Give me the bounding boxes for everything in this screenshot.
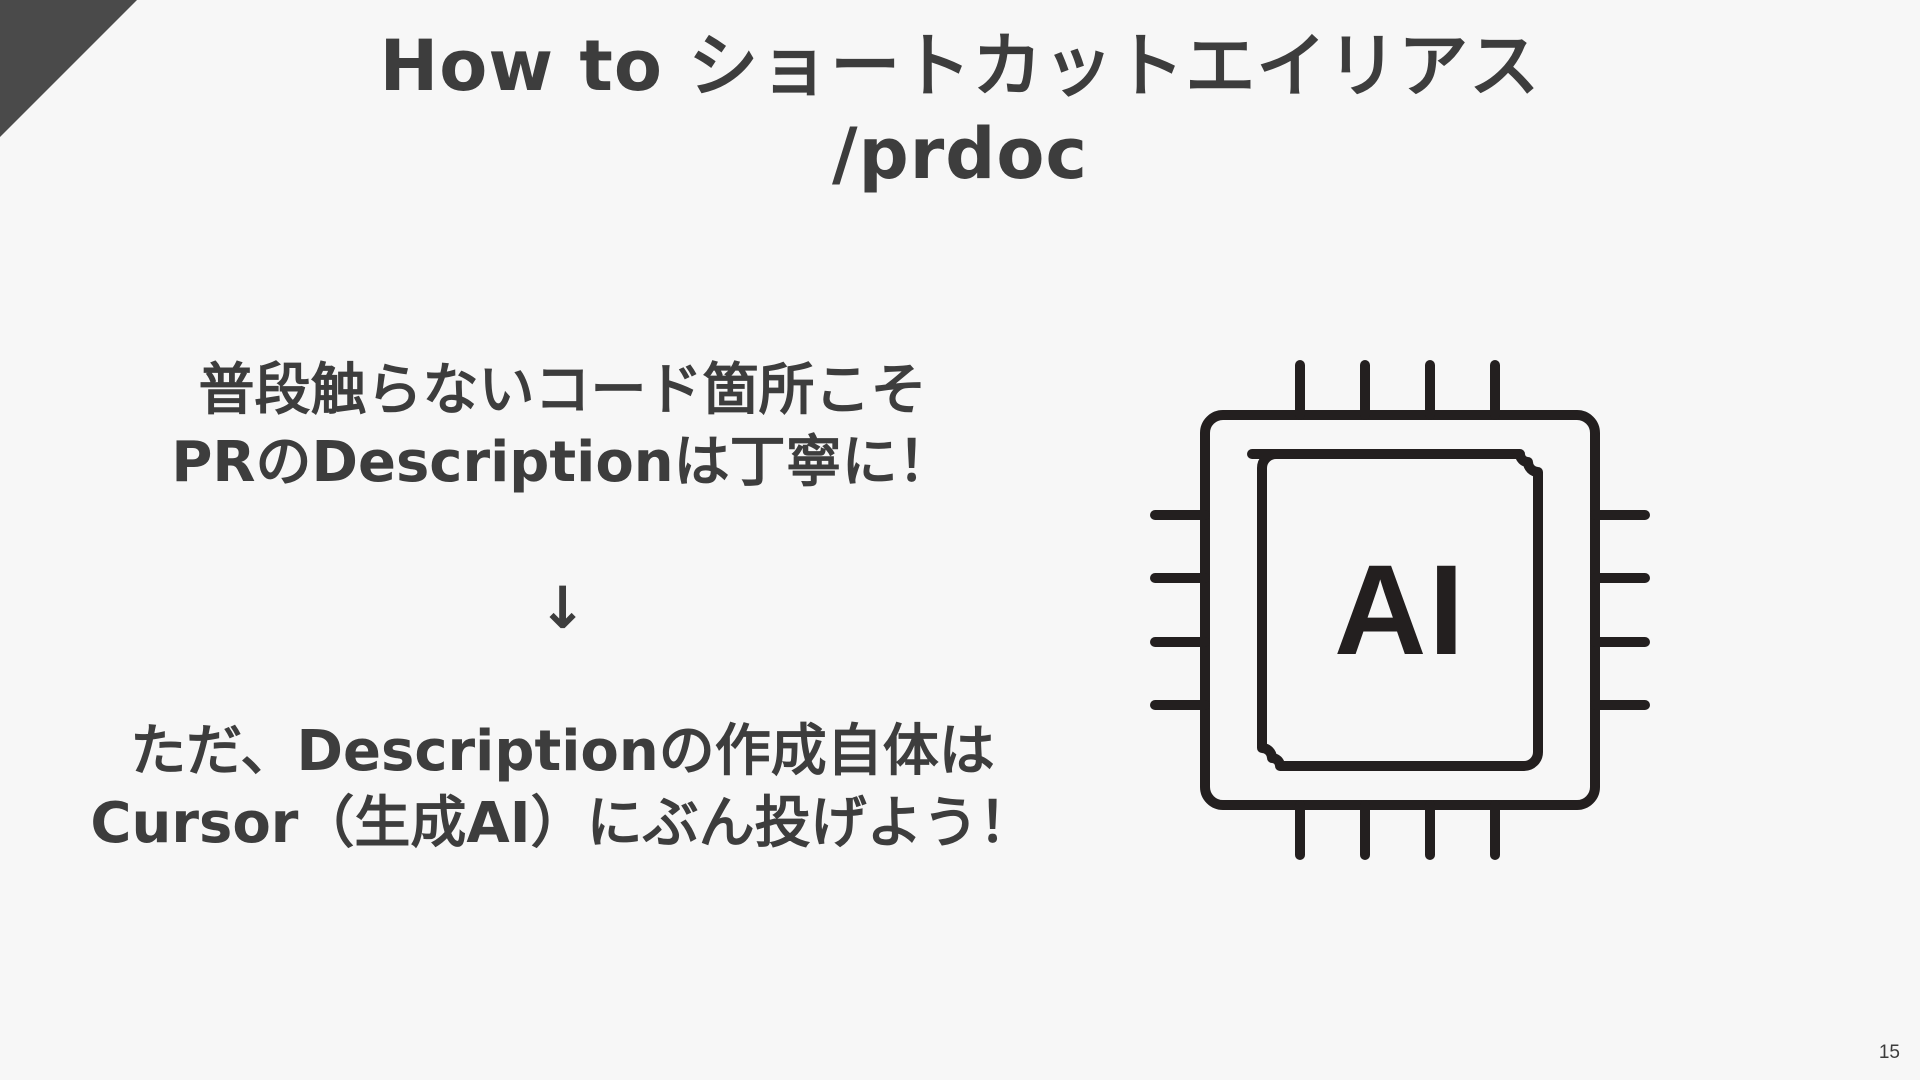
slide-title-line-2: /prdoc	[832, 113, 1088, 195]
corner-triangle-decoration	[0, 0, 137, 137]
page-number: 15	[1878, 1042, 1900, 1063]
slide-title-line-1: How to ショートカットエイリアス	[379, 25, 1541, 107]
chip-pins-top	[1295, 360, 1500, 420]
chip-outer-frame	[1200, 410, 1600, 810]
message-bottom-line-2: Cursor（生成AI）にぶん投げよう！	[90, 791, 1035, 856]
chip-inner-die	[1247, 449, 1543, 771]
ai-chip-icon	[1150, 360, 1650, 860]
message-top-line-2: PRのDescriptionは丁寧に！	[171, 430, 954, 495]
slide-title: How to ショートカットエイリアス /prdoc	[0, 22, 1920, 198]
chip-pins-right	[1590, 510, 1650, 710]
message-top-line-1: 普段触らないコード箇所こそ	[198, 358, 927, 423]
chip-pins-bottom	[1295, 800, 1500, 860]
chip-pins-left	[1150, 510, 1210, 710]
message-bottom-line-1: ただ、Descriptionの作成自体は	[130, 719, 995, 784]
chip-label: AI	[1334, 538, 1466, 682]
message-bottom: ただ、Descriptionの作成自体は Cursor（生成AI）にぶん投げよう…	[40, 716, 1085, 860]
down-arrow-icon: ↓	[538, 574, 587, 642]
message-top: 普段触らないコード箇所こそ PRのDescriptionは丁寧に！	[40, 355, 1085, 499]
